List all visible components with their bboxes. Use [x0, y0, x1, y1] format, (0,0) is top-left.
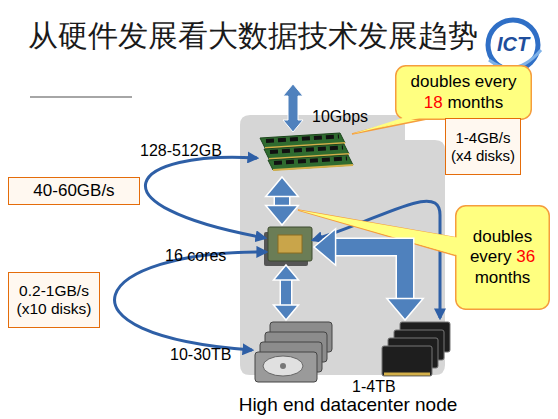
ram-stick: [268, 155, 353, 170]
title-rule: [30, 96, 132, 98]
arrow-shaft: [275, 195, 289, 206]
highlight-number: 36: [516, 247, 535, 266]
cpu-die: [278, 235, 302, 253]
arrow-head: [274, 305, 299, 320]
arrow-outline: [280, 279, 293, 306]
hard-disk: 10-30TB: [255, 320, 332, 382]
hdd-case: [255, 352, 317, 382]
link-label: 10Gbps: [312, 108, 382, 126]
bus-arrow: [274, 265, 299, 320]
bandwidth-box: 0.2-1GB/s (x10 disks): [8, 272, 100, 328]
bandwidth-curve: [145, 157, 265, 238]
memory-module: 128-512GB: [258, 133, 355, 177]
growth-callout: doubles every 18 months: [395, 65, 532, 120]
bandwidth-text: 40-60GB/s: [33, 181, 114, 201]
ram-chips: [266, 137, 339, 142]
callout-body: [396, 66, 532, 120]
arrow-outline: [335, 247, 405, 299]
arrow-head: [266, 177, 299, 196]
bandwidth-box: 40-60GB/s: [8, 177, 140, 205]
logo-text: ICT: [487, 33, 539, 56]
callout-body: [456, 206, 550, 310]
arrow-shaft: [281, 279, 291, 306]
arrow-head: [314, 229, 336, 265]
arrow-head: [387, 298, 423, 320]
highlight-number: 18: [424, 93, 443, 112]
component-label: 128-512GB: [140, 142, 252, 160]
component-label: 10-30TB: [170, 346, 250, 364]
callout-tail: [298, 210, 457, 256]
logo-ring: [488, 20, 538, 70]
callout-tail-fill: [298, 210, 460, 256]
callout-text: doubles every 36 months: [461, 227, 544, 288]
cpu-package: [268, 227, 312, 261]
bus-arrow: [314, 229, 423, 320]
callout-text: doubles every 18 months: [407, 72, 520, 113]
ram-chips: [274, 159, 347, 164]
hdd-platter: [263, 356, 303, 376]
growth-callout: doubles every 36 months: [455, 205, 550, 310]
arrow-head: [266, 206, 299, 225]
ram-pins: [273, 165, 353, 170]
ram-chips: [270, 148, 343, 153]
arrow-shaft: [335, 247, 405, 299]
ssd-card: [382, 346, 432, 376]
component-label: 1-4TB: [352, 378, 412, 396]
component-label: 16 cores: [165, 247, 260, 265]
bandwidth-curve: [115, 252, 266, 350]
node-caption: High end datacenter node: [223, 394, 473, 416]
slide-title: 从硬件发展看大数据技术发展趋势: [28, 16, 478, 57]
network-arrow: [283, 84, 303, 132]
node-background: [240, 115, 445, 375]
cpu-chip: 16 cores: [266, 225, 314, 265]
arrow-head: [274, 265, 299, 280]
arrow-outline: [274, 195, 291, 206]
bandwidth-text: 1-4GB/s (x4 disks): [448, 129, 518, 164]
ssd-drive: 1-4TB: [380, 320, 452, 377]
bandwidth-text: 0.2-1GB/s (x10 disks): [11, 282, 97, 318]
bus-arrow: [266, 177, 299, 225]
bandwidth-box: 1-4GB/s (x4 disks): [445, 118, 521, 175]
hdd-spindle: [280, 363, 286, 369]
ssd-pins: [384, 373, 430, 376]
